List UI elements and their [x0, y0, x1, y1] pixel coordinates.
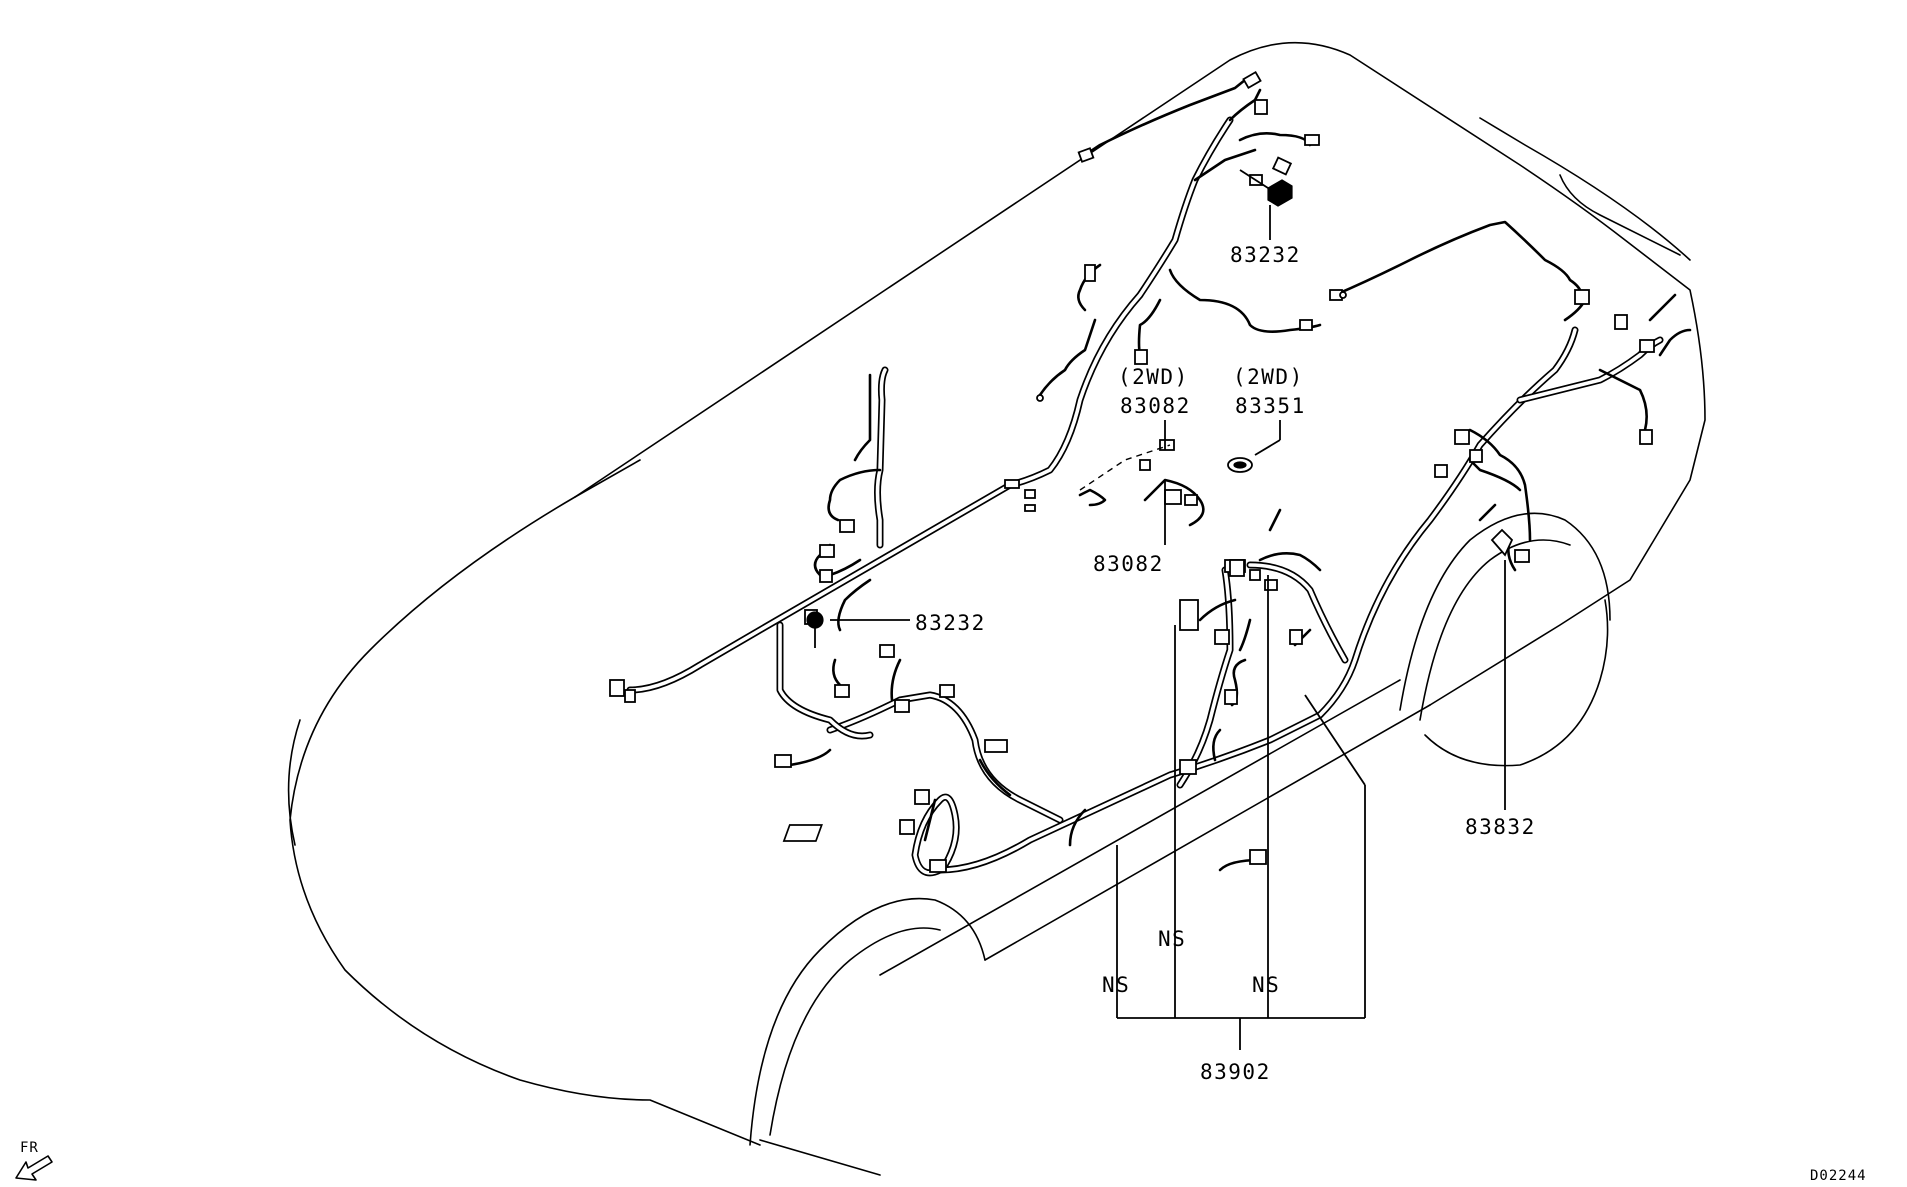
- callout-83832: 83832: [1465, 815, 1536, 839]
- callout-83082-upper-variant: (2WD): [1118, 365, 1189, 389]
- callout-ns-right: NS: [1252, 973, 1280, 997]
- optional-connection-dash: [1079, 444, 1171, 491]
- vehicle-body-outline: [287, 41, 1706, 1176]
- callout-ns-center: NS: [1158, 927, 1186, 951]
- callout-83902: 83902: [1200, 1060, 1271, 1084]
- front-direction-arrow-icon: [15, 1155, 53, 1181]
- bolt-83232-lower-icon: [806, 611, 824, 648]
- front-direction-label: FR: [20, 1140, 39, 1156]
- callout-83082-upper: 83082: [1120, 394, 1191, 418]
- callout-83082-lower: 83082: [1093, 552, 1164, 576]
- bolt-83232-upper-icon: [1239, 169, 1293, 207]
- callout-83232-upper: 83232: [1230, 243, 1301, 267]
- grommet-83351-icon: [1227, 457, 1253, 473]
- front-direction-indicator: FR: [15, 1140, 53, 1181]
- harness-connectors: [609, 70, 1655, 873]
- callout-ns-left: NS: [1102, 973, 1130, 997]
- callout-leader-lines: [830, 205, 1506, 1050]
- floor-wiring-harness: [626, 116, 1664, 877]
- callout-83232-middle: 83232: [915, 611, 986, 635]
- callout-83351-variant: (2WD): [1233, 365, 1304, 389]
- speed-sensor-83832-icon: [1490, 528, 1514, 557]
- diagram-code: D02244: [1810, 1168, 1867, 1184]
- callout-83351: 83351: [1235, 394, 1306, 418]
